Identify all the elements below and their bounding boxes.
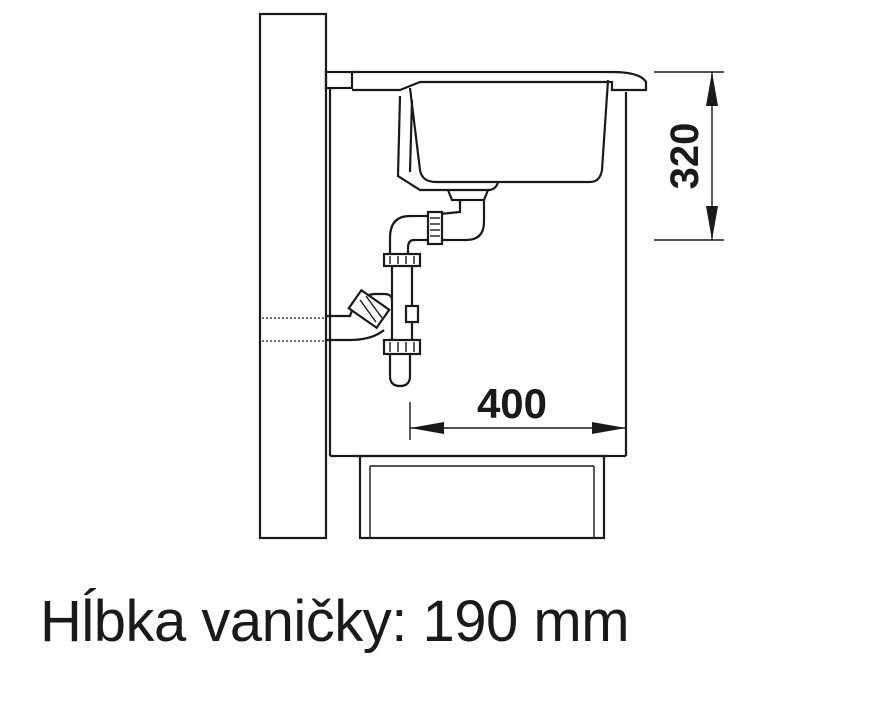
height-dimension: 320 — [654, 71, 724, 241]
sink-bowl — [324, 70, 648, 202]
height-label: 320 — [663, 123, 707, 190]
basin-depth-caption: Hĺbka vaničky: 190 mm — [40, 589, 630, 654]
siphon — [326, 200, 486, 388]
wall — [258, 12, 328, 540]
depth-label: 400 — [477, 380, 547, 427]
cabinet — [328, 88, 628, 540]
depth-dimension: 400 — [409, 380, 626, 440]
